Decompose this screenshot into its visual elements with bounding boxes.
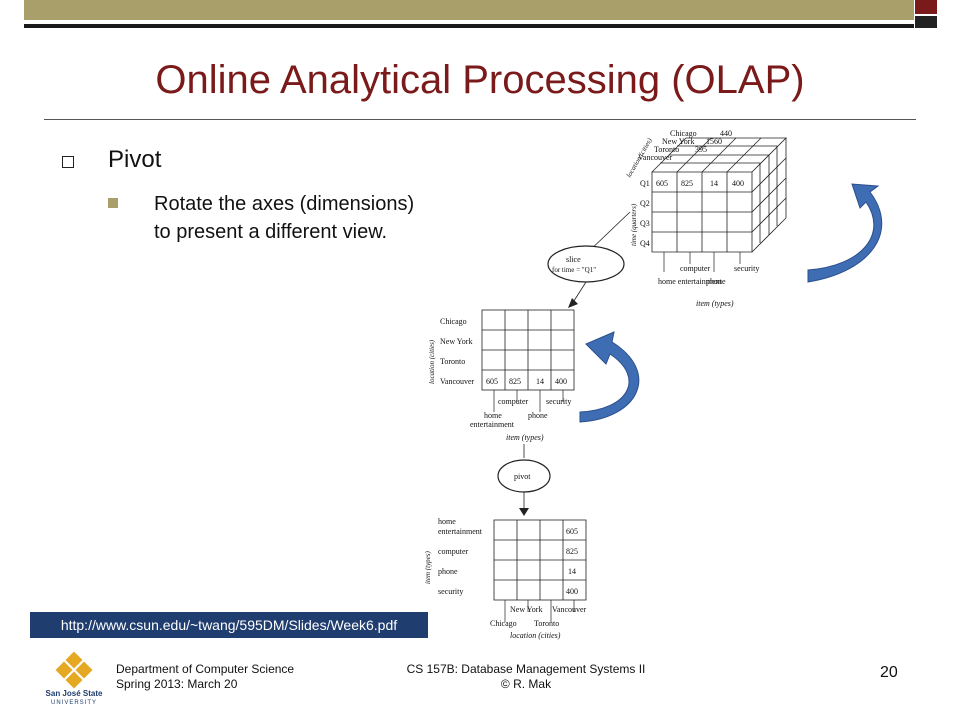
slice-item-home: home: [484, 411, 502, 420]
footer-author: © R. Mak: [500, 677, 552, 691]
logo-text-line2: UNIVERSITY: [51, 700, 97, 706]
filled-square-bullet-icon: [108, 198, 118, 208]
top-bar: [24, 0, 914, 20]
olap-pivot-diagram: Chicago New York Toronto Vancouver 440 1…: [424, 129, 883, 640]
cube-q1-value-2: 825: [681, 179, 693, 188]
bullet-rotate: Rotate the axes (dimensions) to present …: [154, 190, 514, 246]
cube-time-axis-label: time (quarters): [630, 203, 638, 246]
pivot-item-labels: home entertainment computer phone securi…: [438, 517, 483, 596]
cube-quarter-q1: Q1: [640, 179, 650, 188]
top-bar-rule: [24, 24, 914, 28]
pivot-item-security: security: [438, 587, 463, 596]
pivot-value-2: 825: [566, 547, 578, 556]
pivot-x-axis-label: location (cities): [510, 631, 561, 640]
top-corner-square: [915, 0, 937, 14]
slice-city-chicago: Chicago: [440, 317, 467, 326]
cube-q1-value-4: 400: [732, 179, 744, 188]
cube-item-axis-label: item (types): [696, 299, 734, 308]
slice-table: [481, 309, 575, 391]
pivot-value-3: 14: [568, 567, 576, 576]
slide-title: Online Analytical Processing (OLAP): [155, 58, 805, 102]
source-link[interactable]: http://www.csun.edu/~twang/595DM/Slides/…: [30, 612, 428, 638]
slice-values: 605 825 14 400: [486, 377, 567, 386]
cube-back-value-1: 440: [720, 129, 732, 138]
pivot-item-entertainment: entertainment: [438, 527, 483, 536]
slice-operation-condition: for time = "Q1": [552, 266, 596, 274]
logo-text-line1: San José State: [46, 689, 103, 698]
slice-value-4: 400: [555, 377, 567, 386]
pivot-table: [493, 519, 587, 601]
slice-item-computer: computer: [498, 397, 529, 406]
cube-item-security: security: [734, 264, 759, 273]
cube-item-home: home entertainment: [658, 277, 723, 286]
slice-city-vancouver: Vancouver: [440, 377, 475, 386]
cube-item-phone: phone: [706, 277, 726, 286]
pivot-city-newyork: New York: [510, 605, 542, 614]
slice-item-entertainment: entertainment: [470, 420, 515, 429]
data-cube: [651, 137, 787, 253]
cube-q1-value-1: 605: [656, 179, 668, 188]
cube-back-value-3: 395: [695, 145, 707, 154]
slice-value-1: 605: [486, 377, 498, 386]
cube-city-vancouver: Vancouver: [638, 153, 673, 162]
cube-q1-value-3: 14: [710, 179, 718, 188]
rotate-arrow-right-icon: [807, 183, 883, 283]
pivot-city-chicago: Chicago: [490, 619, 517, 628]
cube-city-chicago: Chicago: [670, 129, 697, 138]
cube-quarter-q2: Q2: [640, 199, 650, 208]
slice-item-phone: phone: [528, 411, 548, 420]
footer-left: Department of Computer Science Spring 20…: [116, 662, 294, 692]
cube-city-toronto: Toronto: [654, 145, 679, 154]
pivot-operation-label: pivot: [514, 472, 531, 481]
rotate-arrow-left-icon: [579, 331, 640, 423]
slice-city-toronto: Toronto: [440, 357, 465, 366]
slice-x-axis-label: item (types): [506, 433, 544, 442]
bullet-pivot: Pivot: [108, 146, 162, 173]
hollow-square-bullet-icon: [62, 156, 74, 168]
slice-city-newyork: New York: [440, 337, 472, 346]
cube-quarter-q3: Q3: [640, 219, 650, 228]
slice-item-security: security: [546, 397, 571, 406]
pivot-y-axis-label: item (types): [424, 550, 432, 584]
title-divider: [44, 119, 916, 120]
footer-dept: Department of Computer Science: [116, 662, 295, 676]
cube-back-value-2: 1560: [706, 137, 722, 146]
footer-date: Spring 2013: March 20: [116, 677, 238, 691]
cube-quarter-q4: Q4: [640, 239, 650, 248]
slice-operation-label: slice: [566, 255, 581, 264]
top-corner-square-dark: [915, 16, 937, 28]
cube-city-newyork: New York: [662, 137, 694, 146]
footer-center: CS 157B: Database Management Systems II …: [386, 662, 666, 692]
slice-operation-ellipse: [547, 245, 625, 283]
sjsu-logo-icon: San José State UNIVERSITY: [46, 652, 103, 706]
bullet-rotate-line1: Rotate the axes (dimensions): [154, 193, 415, 215]
cube-item-computer: computer: [680, 264, 711, 273]
pivot-item-phone: phone: [438, 567, 458, 576]
cube-city-labels: Chicago New York Toronto Vancouver 440 1…: [638, 129, 732, 162]
pivot-value-4: 400: [566, 587, 578, 596]
cube-quarter-labels: Q1 Q2 Q3 Q4: [640, 179, 650, 248]
pivot-item-home: home: [438, 517, 456, 526]
pivot-city-vancouver: Vancouver: [552, 605, 587, 614]
slice-city-labels: Chicago New York Toronto Vancouver: [440, 317, 475, 386]
bullet-rotate-line2: to present a different view.: [154, 221, 388, 243]
cube-q1-values: 605 825 14 400: [656, 179, 744, 188]
slice-value-2: 825: [509, 377, 521, 386]
pivot-city-toronto: Toronto: [534, 619, 559, 628]
pivot-values: 605 825 14 400: [566, 527, 578, 596]
footer-course: CS 157B: Database Management Systems II: [406, 662, 646, 676]
slice-y-axis-label: location (cities): [428, 339, 436, 384]
pivot-value-1: 605: [566, 527, 578, 536]
slice-value-3: 14: [536, 377, 544, 386]
page-number: 20: [880, 664, 898, 681]
pivot-item-computer: computer: [438, 547, 469, 556]
top-bar-gap: [24, 20, 914, 24]
